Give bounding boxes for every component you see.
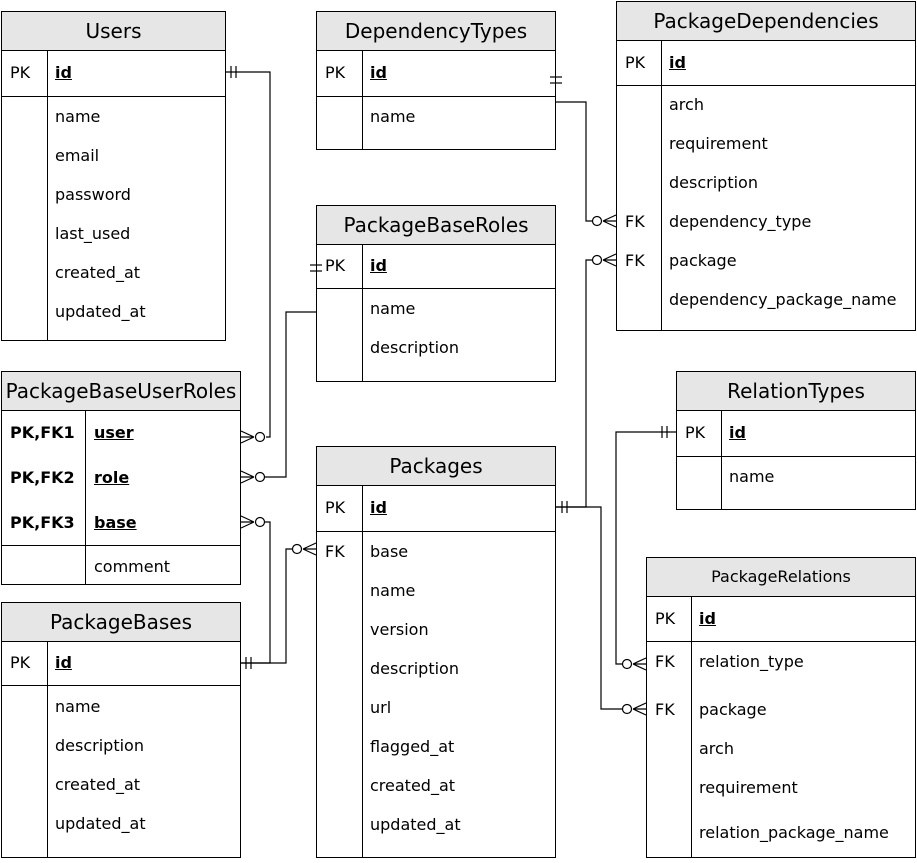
field: description: [55, 736, 144, 755]
field: name: [370, 581, 416, 600]
field: updated_at: [55, 302, 146, 321]
pk-field: id: [370, 498, 387, 517]
pk-label: PK: [655, 609, 676, 628]
relation-roles-role: [265, 311, 316, 478]
field: dependency_package_name: [669, 290, 897, 309]
field: relation_type: [699, 652, 804, 671]
pk-label: PK: [10, 63, 31, 82]
relation-deptypes-deps: [556, 101, 592, 222]
table-title: PackageBaseUserRoles: [2, 372, 240, 411]
field: created_at: [55, 263, 141, 282]
relation-users-user: [226, 71, 271, 438]
table-package-base-roles[interactable]: PackageBaseRoles PK id name description: [316, 205, 556, 382]
table-title: Packages: [317, 447, 555, 486]
fk-label: FK: [655, 652, 675, 671]
table-packages[interactable]: Packages PK id FK base name version desc…: [316, 446, 556, 858]
fk-label: FK: [325, 542, 345, 561]
pk-field: id: [699, 609, 716, 628]
key-field: user: [94, 423, 134, 442]
table-title: RelationTypes: [677, 372, 915, 411]
table-package-base-user-roles[interactable]: PackageBaseUserRoles PK,FK1 user PK,FK2 …: [1, 371, 241, 585]
field: description: [370, 338, 459, 357]
many-marker: [621, 702, 647, 716]
pk-label: PK: [10, 653, 31, 672]
relation-bases-base: [241, 521, 271, 664]
field: requirement: [669, 134, 768, 153]
field: arch: [669, 95, 704, 114]
table-users[interactable]: Users PK id name email password last_use…: [1, 11, 226, 341]
field: name: [370, 107, 416, 126]
pk-fk-label: PK,FK1: [10, 423, 75, 442]
relation-bases-packages: [241, 548, 292, 664]
many-marker: [240, 430, 266, 444]
pk-field: id: [55, 63, 72, 82]
field: created_at: [370, 776, 456, 795]
pk-field: id: [370, 63, 387, 82]
table-package-bases[interactable]: PackageBases PK id name description crea…: [1, 602, 241, 858]
field: comment: [94, 557, 171, 576]
table-title: Users: [2, 12, 225, 51]
many-marker: [291, 542, 317, 556]
pk-field: id: [729, 423, 746, 442]
field: dependency_type: [669, 212, 812, 231]
many-marker: [240, 515, 266, 529]
field: last_used: [55, 224, 131, 243]
pk-fk-label: PK,FK2: [10, 468, 75, 487]
field: requirement: [699, 778, 798, 797]
relation-reltypes-rels: [615, 431, 676, 665]
table-title: DependencyTypes: [317, 12, 555, 51]
relation-packages-rels: [556, 506, 622, 710]
relation-packages-deps: [556, 259, 592, 508]
field: version: [370, 620, 429, 639]
field: name: [55, 697, 101, 716]
field: name: [370, 299, 416, 318]
table-package-dependencies[interactable]: PackageDependencies PK id arch requireme…: [616, 1, 916, 331]
table-title: PackageRelations: [647, 558, 915, 597]
field: url: [370, 698, 392, 717]
field: relation_package_name: [699, 823, 889, 842]
field: updated_at: [55, 814, 146, 833]
field: package: [699, 700, 767, 719]
field: created_at: [55, 775, 141, 794]
table-title: PackageBaseRoles: [317, 206, 555, 245]
many-marker: [240, 470, 266, 484]
pk-label: PK: [325, 256, 346, 275]
table-relation-types[interactable]: RelationTypes PK id name: [676, 371, 916, 510]
pk-label: PK: [625, 53, 646, 72]
pk-label: PK: [325, 498, 346, 517]
field: email: [55, 146, 100, 165]
table-dependency-types[interactable]: DependencyTypes PK id name: [316, 11, 556, 150]
many-marker: [591, 253, 617, 267]
many-marker: [621, 657, 647, 671]
field: description: [669, 173, 758, 192]
field: arch: [699, 739, 734, 758]
pk-field: id: [370, 256, 387, 275]
table-title: PackageDependencies: [617, 2, 915, 41]
field: updated_at: [370, 815, 461, 834]
pk-label: PK: [685, 423, 706, 442]
field: package: [669, 251, 737, 270]
fk-label: FK: [625, 212, 645, 231]
table-title: PackageBases: [2, 603, 240, 642]
table-package-relations[interactable]: PackageRelations PK id FK relation_type …: [646, 557, 916, 858]
many-marker: [591, 214, 617, 228]
field: description: [370, 659, 459, 678]
field: name: [55, 107, 101, 126]
key-field: role: [94, 468, 130, 487]
pk-field: id: [669, 53, 686, 72]
field: base: [370, 542, 409, 561]
pk-fk-label: PK,FK3: [10, 513, 75, 532]
field: name: [729, 467, 775, 486]
field: flagged_at: [370, 737, 455, 756]
pk-field: id: [55, 653, 72, 672]
fk-label: FK: [655, 700, 675, 719]
pk-label: PK: [325, 63, 346, 82]
fk-label: FK: [625, 251, 645, 270]
key-field: base: [94, 513, 137, 532]
field: password: [55, 185, 131, 204]
